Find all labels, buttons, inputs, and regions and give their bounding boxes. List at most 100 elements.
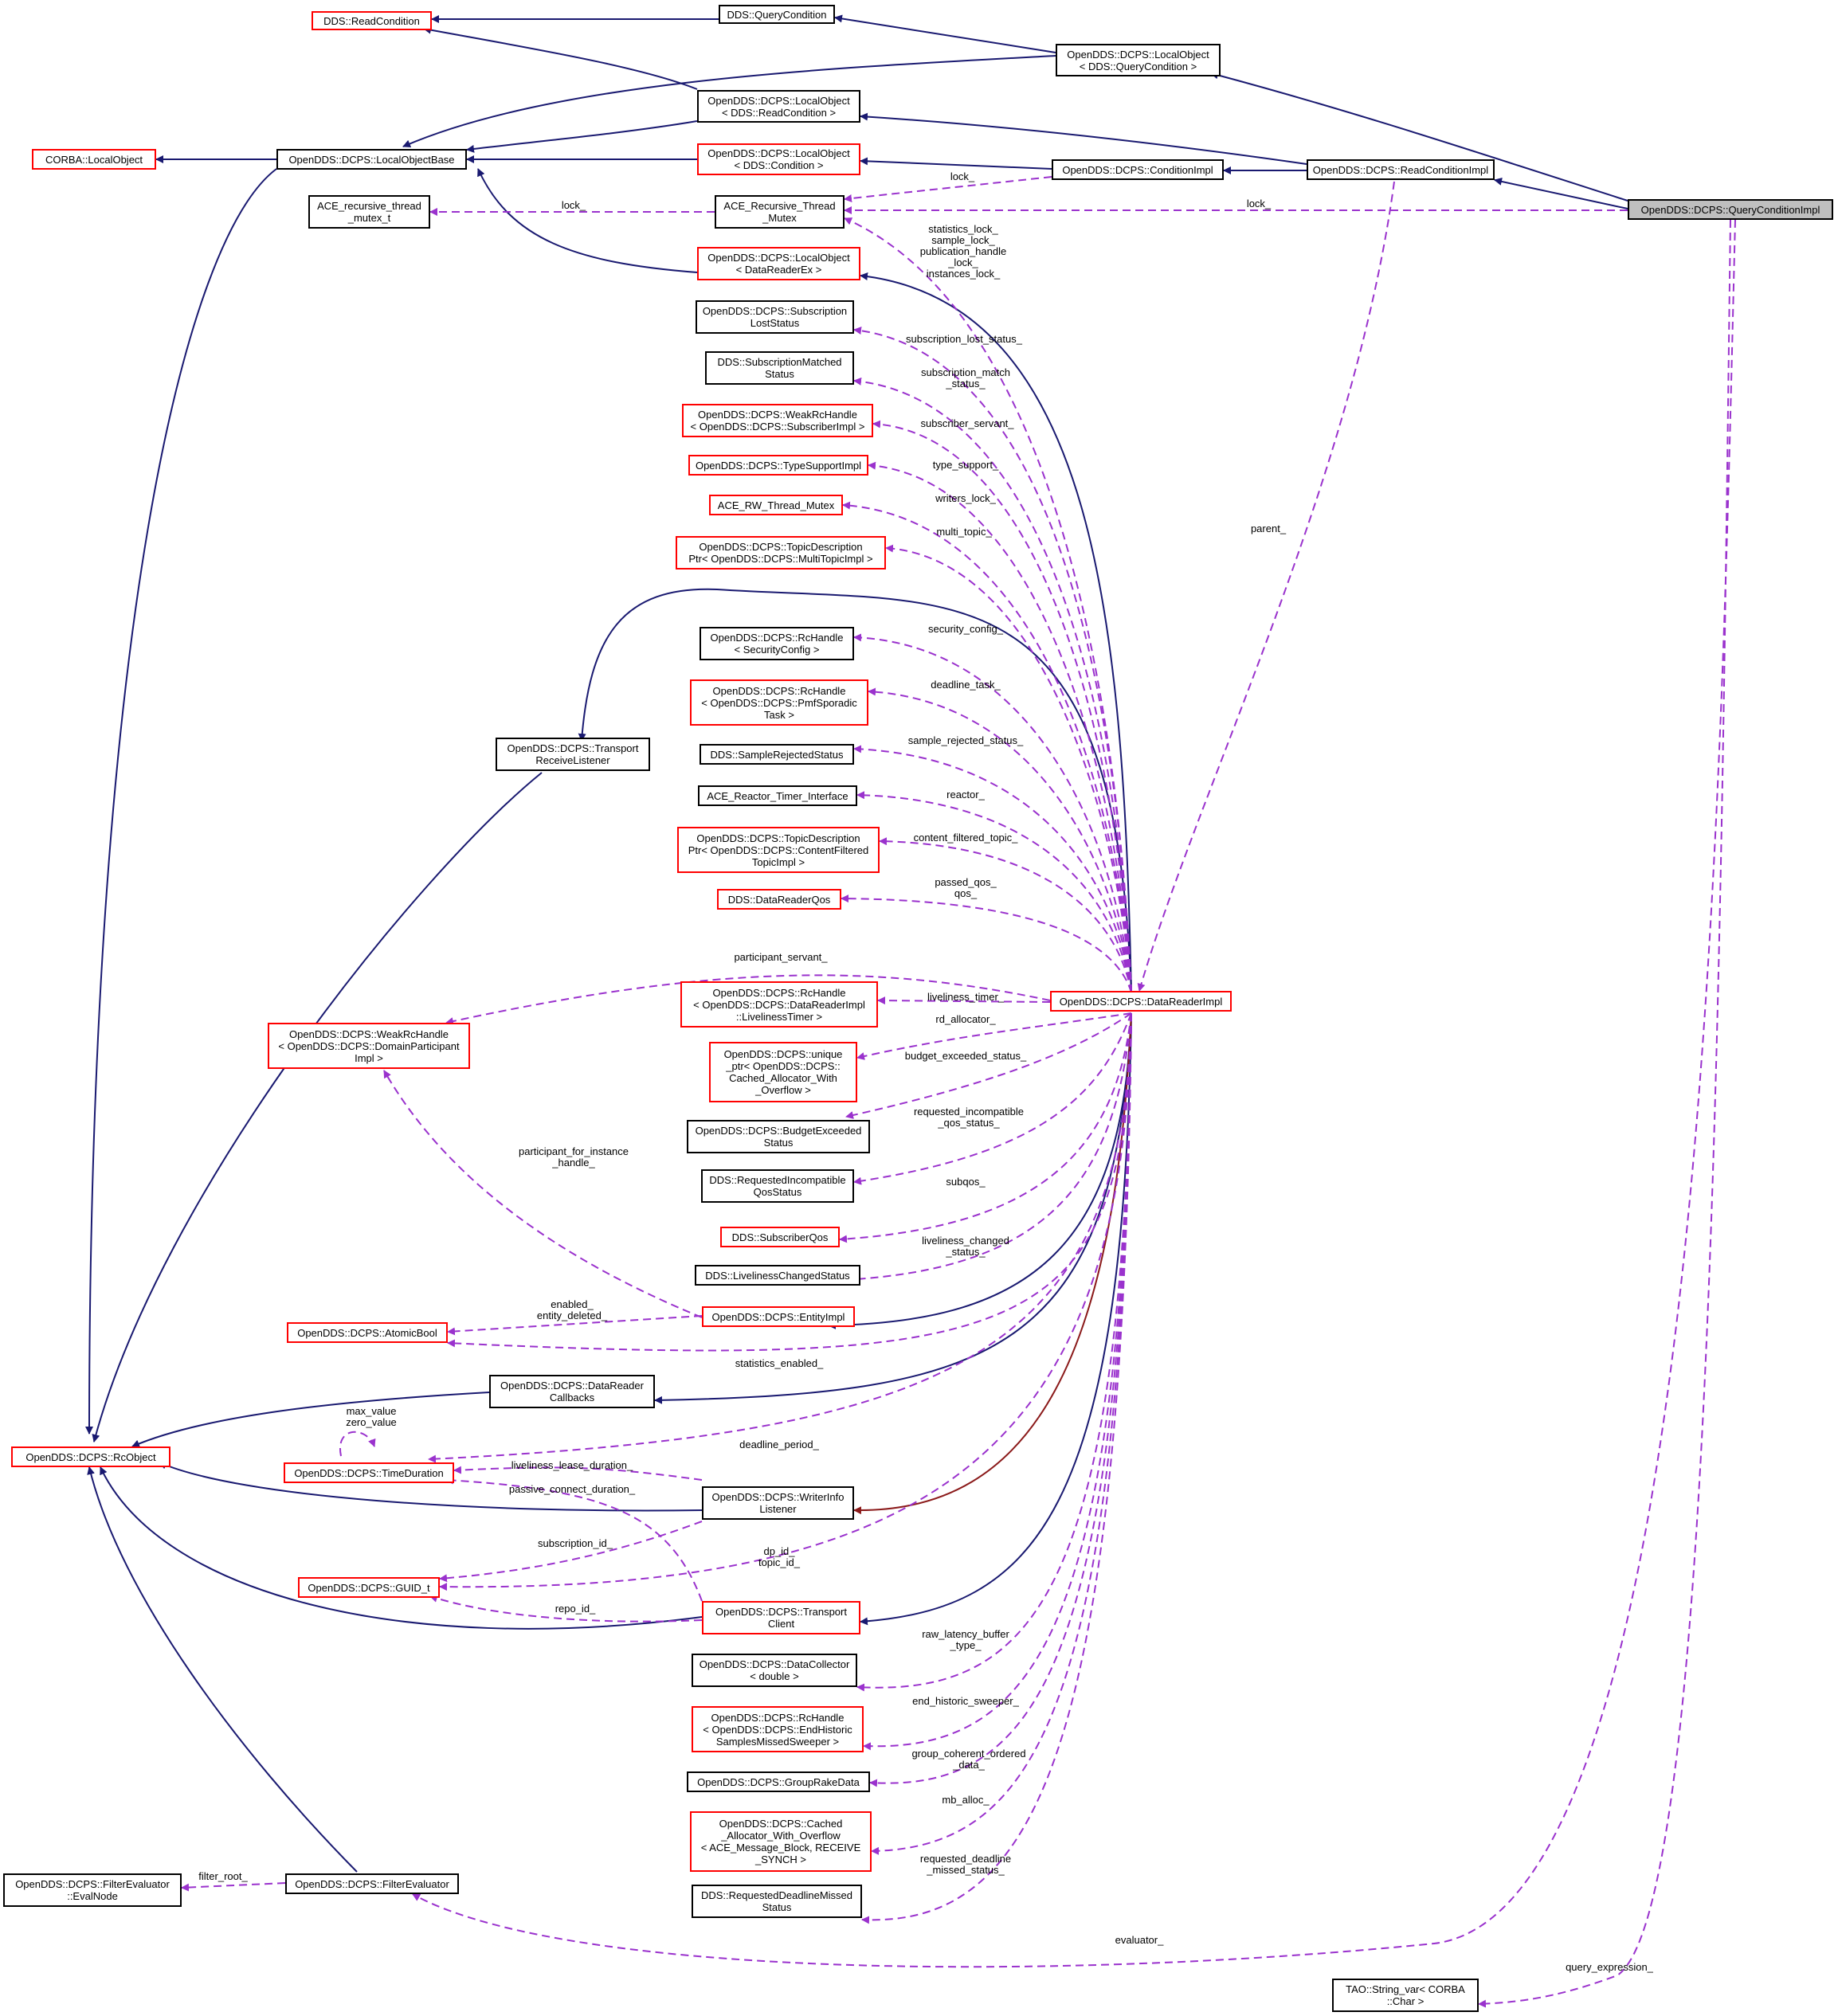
node-cached-allocator-with-overflow[interactable]: OpenDDS::DCPS::Cached _Allocator_With_Ov…: [690, 1811, 872, 1872]
edge-label-filterroot: filter_root_: [198, 1870, 248, 1882]
edge-drimpl-rwmtx: [842, 501, 1132, 993]
edge-label-stats-lock: statistics_lock_sample_lock_publication_…: [920, 223, 1006, 280]
node-ace-rw-thread-mutex[interactable]: ACE_RW_Thread_Mutex: [709, 495, 843, 515]
edge-label-lock-condimpl: lock_: [950, 170, 975, 182]
edge-lodrex-lob: [477, 168, 698, 273]
edge-drimpl-endhist: [863, 1012, 1132, 1751]
node-datareader-qos[interactable]: DDS::DataReaderQos: [717, 889, 841, 910]
edge-label-passive: passive_connect_duration_: [509, 1483, 636, 1495]
edge-drimpl-writerinfo: [853, 1012, 1132, 1515]
edge-label-endhist: end_historic_sweeper_: [912, 1695, 1019, 1707]
edge-drimpl-tdmulti: [885, 544, 1132, 993]
node-local-object-condition[interactable]: OpenDDS::DCPS::LocalObject < DDS::Condit…: [697, 143, 860, 175]
edge-label-lock-ace: lock_: [562, 199, 586, 211]
node-entity-impl[interactable]: OpenDDS::DCPS::EntityImpl: [702, 1306, 855, 1327]
edge-writerinfo-rcobject: [159, 1462, 703, 1512]
node-query-condition-impl[interactable]: OpenDDS::DCPS::QueryConditionImpl: [1628, 199, 1833, 220]
edge-qcimpl-taostring: [1478, 219, 1731, 2008]
node-rc-handle-end-historic-sweeper[interactable]: OpenDDS::DCPS::RcHandle < OpenDDS::DCPS:…: [692, 1706, 864, 1752]
node-datareader-callbacks[interactable]: OpenDDS::DCPS::DataReader Callbacks: [489, 1375, 655, 1408]
node-datareader-impl[interactable]: OpenDDS::DCPS::DataReaderImpl: [1050, 991, 1232, 1012]
node-condition-impl[interactable]: OpenDDS::DCPS::ConditionImpl: [1052, 159, 1224, 180]
edge-writerinfo-guid: [439, 1521, 703, 1583]
node-group-rake-data[interactable]: OpenDDS::DCPS::GroupRakeData: [687, 1771, 870, 1792]
edge-label-mballoc: mb_alloc_: [942, 1794, 990, 1806]
node-rc-object[interactable]: OpenDDS::DCPS::RcObject: [11, 1446, 170, 1467]
edge-label-qos: passed_qos_qos_: [935, 876, 997, 899]
edge-qcimpl-loqc: [1210, 71, 1628, 202]
edge-label-cft: content_filtered_topic_: [914, 832, 1019, 844]
node-topic-description-content-filtered[interactable]: OpenDDS::DCPS::TopicDescription Ptr< Ope…: [677, 827, 880, 873]
edge-drimpl-atomicbool: [447, 1012, 1132, 1352]
node-local-object-base[interactable]: OpenDDS::DCPS::LocalObjectBase: [276, 149, 467, 170]
node-subscription-lost-status[interactable]: OpenDDS::DCPS::Subscription LostStatus: [696, 300, 854, 334]
node-weak-rc-handle-subscriber[interactable]: OpenDDS::DCPS::WeakRcHandle < OpenDDS::D…: [682, 404, 873, 437]
node-local-object-read-condition[interactable]: OpenDDS::DCPS::LocalObject < DDS::ReadCo…: [697, 90, 860, 123]
node-budget-exceeded-status[interactable]: OpenDDS::DCPS::BudgetExceeded Status: [687, 1120, 870, 1153]
node-weak-rc-handle-domain-participant[interactable]: OpenDDS::DCPS::WeakRcHandle < OpenDDS::D…: [268, 1023, 470, 1069]
node-ace-recursive-thread-mutex[interactable]: ACE_Recursive_Thread _Mutex: [715, 195, 845, 229]
node-requested-deadline-missed-status[interactable]: DDS::RequestedDeadlineMissed Status: [692, 1885, 862, 1918]
edge-lob-rcobject: [85, 168, 277, 1435]
edge-drimpl-rcpmf: [868, 687, 1132, 993]
node-type-support-impl[interactable]: OpenDDS::DCPS::TypeSupportImpl: [688, 455, 868, 476]
node-corba-local-object[interactable]: CORBA::LocalObject: [32, 149, 156, 170]
edge-drimpl-tsimpl: [868, 461, 1132, 993]
edge-drimpl-reactor: [856, 791, 1132, 993]
node-local-object-query-condition[interactable]: OpenDDS::DCPS::LocalObject < DDS::QueryC…: [1056, 44, 1221, 76]
node-sample-rejected-status[interactable]: DDS::SampleRejectedStatus: [700, 744, 854, 765]
node-time-duration[interactable]: OpenDDS::DCPS::TimeDuration: [284, 1462, 454, 1483]
node-tao-string-var[interactable]: TAO::String_var< CORBA ::Char >: [1332, 1979, 1479, 2012]
node-unique-ptr-cached-allocator[interactable]: OpenDDS::DCPS::unique _ptr< OpenDDS::DCP…: [709, 1042, 857, 1102]
edge-label-statsenabled: statistics_enabled_: [735, 1357, 824, 1369]
node-writer-info-listener[interactable]: OpenDDS::DCPS::WriterInfo Listener: [702, 1486, 854, 1520]
edge-label-subqos: subqos_: [946, 1176, 986, 1188]
edge-label-secconfig: security_config_: [928, 623, 1004, 635]
node-filter-evaluator[interactable]: OpenDDS::DCPS::FilterEvaluator: [285, 1873, 459, 1894]
edge-drimpl-submatched: [853, 377, 1132, 993]
node-rc-handle-liveliness-timer[interactable]: OpenDDS::DCPS::RcHandle < OpenDDS::DCPS:…: [680, 981, 878, 1028]
node-query-condition[interactable]: DDS::QueryCondition: [719, 5, 835, 24]
edge-label-partservant: participant_servant_: [734, 951, 828, 963]
edge-drimpl-grouprake: [869, 1012, 1132, 1787]
usage-edges: [181, 176, 1736, 2008]
edge-drimpl-samplerej: [853, 745, 1132, 993]
edge-label-livtimer: liveliness_timer_: [927, 991, 1005, 1003]
edge-entityimpl-weakdp: [383, 1070, 703, 1318]
node-transport-client[interactable]: OpenDDS::DCPS::Transport Client: [702, 1601, 860, 1634]
node-local-object-datareaderex[interactable]: OpenDDS::DCPS::LocalObject < DataReaderE…: [697, 247, 860, 280]
edge-drimpl-reqincompat: [853, 1012, 1132, 1185]
node-liveliness-changed-status[interactable]: DDS::LivelinessChangedStatus: [695, 1265, 860, 1286]
node-filter-evaluator-eval-node[interactable]: OpenDDS::DCPS::FilterEvaluator ::EvalNod…: [3, 1873, 182, 1907]
node-rc-handle-pmf-sporadic-task[interactable]: OpenDDS::DCPS::RcHandle < OpenDDS::DCPS:…: [690, 679, 868, 726]
edge-loqc-lob: [402, 55, 1056, 148]
edge-label-parent: parent_: [1251, 523, 1287, 534]
node-ace-reactor-timer-interface[interactable]: ACE_Reactor_Timer_Interface: [698, 785, 857, 806]
node-guid-t[interactable]: OpenDDS::DCPS::GUID_t: [298, 1577, 440, 1598]
edge-drimpl-timedur: [428, 1012, 1132, 1463]
node-atomic-bool[interactable]: OpenDDS::DCPS::AtomicBool: [287, 1322, 448, 1343]
edge-label-queryexpr: query_expression_: [1566, 1961, 1654, 1973]
edge-drimpl-rcliv: [877, 996, 1051, 1005]
edge-label-subid: subscription_id_: [538, 1537, 613, 1549]
edge-drimpl-datacollector: [856, 1012, 1132, 1692]
node-read-condition-impl[interactable]: OpenDDS::DCPS::ReadConditionImpl: [1307, 159, 1495, 180]
edge-label-evaluator: evaluator_: [1115, 1934, 1164, 1946]
edge-qcimpl-drimpl-parent: [1137, 181, 1395, 992]
node-subscriber-qos[interactable]: DDS::SubscriberQos: [720, 1227, 840, 1247]
edge-drimpl-guid: [439, 1012, 1132, 1591]
edge-drimpl-transclient: [860, 1012, 1132, 1626]
node-subscription-matched-status[interactable]: DDS::SubscriptionMatched Status: [705, 351, 854, 385]
edge-label-rawlat: raw_latency_buffer_type_: [922, 1628, 1009, 1651]
node-read-condition[interactable]: DDS::ReadCondition: [312, 11, 432, 30]
edge-loqc-querycond: [834, 14, 1056, 53]
edge-label-samplerej: sample_rejected_status_: [908, 734, 1024, 746]
node-data-collector-double[interactable]: OpenDDS::DCPS::DataCollector < double >: [692, 1654, 857, 1687]
node-topic-description-multitopic[interactable]: OpenDDS::DCPS::TopicDescription Ptr< Ope…: [676, 536, 886, 570]
node-ace-recursive-thread-mutex-t[interactable]: ACE_recursive_thread _mutex_t: [308, 195, 430, 229]
node-requested-incompatible-qos-status[interactable]: DDS::RequestedIncompatible QosStatus: [701, 1169, 854, 1203]
node-rc-handle-security-config[interactable]: OpenDDS::DCPS::RcHandle < SecurityConfig…: [700, 627, 854, 660]
edge-drimpl-translisten: [578, 588, 1132, 993]
node-transport-receive-listener[interactable]: OpenDDS::DCPS::Transport ReceiveListener: [496, 738, 650, 771]
